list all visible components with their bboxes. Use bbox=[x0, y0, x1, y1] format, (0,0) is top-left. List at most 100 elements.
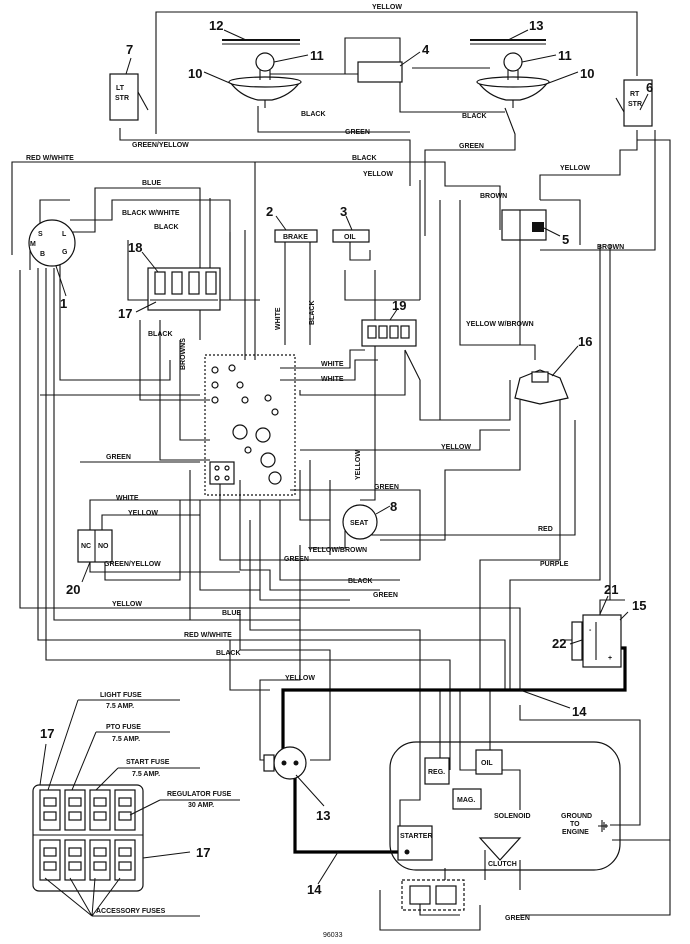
fuse-slot bbox=[114, 839, 136, 881]
callout-11-left: 12 bbox=[209, 18, 223, 33]
wire-label-white-lower: WHITE bbox=[116, 495, 139, 502]
fuse-slot bbox=[39, 839, 61, 881]
headlight-right bbox=[476, 52, 550, 108]
main-harness-block bbox=[204, 354, 296, 496]
wire-label-red-white-top: RED W/WHITE bbox=[26, 155, 74, 162]
wire-label-black-lower: BLACK bbox=[348, 578, 373, 585]
wire-label-purple: PURPLE bbox=[540, 561, 569, 568]
wire-label-green-yellow-top: GREEN/YELLOW bbox=[132, 142, 189, 149]
callout-13: 14 bbox=[307, 882, 322, 897]
starter-label: STARTER bbox=[400, 833, 433, 840]
clutch-connector bbox=[401, 879, 465, 911]
fuse-block bbox=[32, 784, 144, 892]
wire-label-yellow-top: YELLOW bbox=[372, 4, 402, 11]
wire-label-black-white: BLACK W/WHITE bbox=[122, 210, 180, 217]
wire-network bbox=[11, 11, 671, 931]
ground-label-2: TO bbox=[570, 821, 580, 828]
fuse-terminal bbox=[118, 797, 132, 807]
ign-g: G bbox=[62, 249, 68, 256]
solenoid-label: SOLENOID bbox=[494, 813, 531, 820]
wire-label-blue-bottom: BLUE bbox=[222, 610, 241, 617]
left-stop-switch: LT STR bbox=[109, 73, 149, 121]
battery-plus: + bbox=[608, 655, 612, 662]
right-stop-switch: RT STR bbox=[615, 79, 653, 127]
fuse-relay-block bbox=[147, 267, 221, 311]
callout-12: 13 bbox=[316, 808, 330, 823]
callout-4: 4 bbox=[422, 42, 430, 57]
callout-16: 16 bbox=[578, 334, 592, 349]
wire-label-brown-right: BROWN bbox=[480, 193, 507, 200]
battery-cables bbox=[281, 646, 627, 854]
pto-switch bbox=[514, 369, 569, 405]
callout-9-left: 10 bbox=[188, 66, 202, 81]
reg-label: REG. bbox=[428, 769, 445, 776]
fuse-slot bbox=[39, 789, 61, 831]
wire-label-yellow-vertical: YELLOW bbox=[355, 450, 362, 480]
fuse-slot bbox=[89, 839, 111, 881]
nc-label: NC bbox=[81, 543, 91, 550]
ign-s: S bbox=[38, 231, 43, 238]
oil-label: OIL bbox=[344, 234, 356, 241]
legend-pto-fuse: PTO FUSE bbox=[106, 724, 141, 731]
callouts: 12 13 11 11 10 10 4 7 6 2 3 5 1 18 17 19… bbox=[39, 18, 653, 897]
wire-label-green-lower: GREEN bbox=[284, 556, 309, 563]
ign-l: L bbox=[62, 231, 67, 238]
wire-label-green-center: GREEN bbox=[345, 129, 370, 136]
wire-label-black-mid: BLACK bbox=[352, 155, 377, 162]
wire-label-black-left-lamp: BLACK bbox=[301, 111, 326, 118]
wire-label-yellow-key: YELLOW bbox=[285, 675, 315, 682]
ignition-switch: S L M B G bbox=[28, 219, 76, 267]
oil-indicator: OIL bbox=[332, 229, 370, 243]
engine-area: REG. OIL MAG. SOLENOID STARTER CLUTCH GR… bbox=[389, 741, 621, 871]
callout-19: 19 bbox=[392, 298, 406, 313]
wire-label-green-left: GREEN bbox=[106, 454, 131, 461]
callout-14: 14 bbox=[572, 704, 587, 719]
fuse-terminal bbox=[93, 811, 107, 821]
callout-6: 6 bbox=[646, 80, 653, 95]
legend-accessory-fuses: ACCESSORY FUSES bbox=[96, 908, 166, 915]
engine-oil-label: OIL bbox=[481, 760, 493, 767]
fuse-terminal bbox=[68, 861, 82, 871]
connector-19 bbox=[361, 319, 417, 347]
fuse-slot bbox=[89, 789, 111, 831]
callout-17-left: 17 bbox=[40, 726, 54, 741]
headlight-left bbox=[228, 52, 302, 108]
fuse-terminal bbox=[43, 797, 57, 807]
brake-indicator: BRAKE bbox=[274, 229, 318, 243]
legend-regulator-amp: 30 AMP. bbox=[188, 802, 214, 809]
ground-label-3: ENGINE bbox=[562, 829, 589, 836]
fuse-slot bbox=[114, 789, 136, 831]
legend-regulator-fuse: REGULATOR FUSE bbox=[167, 791, 232, 798]
fuse-terminal bbox=[43, 847, 57, 857]
callout-2: 2 bbox=[266, 204, 273, 219]
rt-str-label-2: STR bbox=[628, 101, 642, 108]
fuse-terminal bbox=[43, 861, 57, 871]
lt-str-label-1: LT bbox=[116, 85, 125, 92]
wire-label-yellow-center: YELLOW bbox=[441, 444, 471, 451]
fuse-slot bbox=[64, 789, 86, 831]
legend-light-amp: 7.5 AMP. bbox=[106, 703, 134, 710]
callout-10-right: 11 bbox=[558, 48, 572, 63]
ign-b: B bbox=[40, 251, 45, 258]
wire-label-green-yellow-lower: GREEN/YELLOW bbox=[104, 561, 161, 568]
brake-label: BRAKE bbox=[283, 234, 308, 241]
legend-pto-amp: 7.5 AMP. bbox=[112, 736, 140, 743]
light-switch bbox=[357, 61, 403, 83]
wire-label-black-vertical: BLACK bbox=[309, 301, 316, 326]
no-label: NO bbox=[98, 543, 109, 550]
wire-label-black-left-mid: BLACK bbox=[148, 331, 173, 338]
legend-light-fuse: LIGHT FUSE bbox=[100, 692, 142, 699]
wire-label-green-small: GREEN bbox=[374, 484, 399, 491]
wire-label-yellow-right: YELLOW bbox=[560, 165, 590, 172]
mag-label: MAG. bbox=[457, 797, 475, 804]
callout-22: 22 bbox=[552, 636, 566, 651]
ign-m: M bbox=[30, 241, 36, 248]
wire-label-white-vertical: WHITE bbox=[275, 307, 282, 330]
fuse-terminal bbox=[118, 861, 132, 871]
rt-str-label-1: RT bbox=[630, 91, 640, 98]
wire-label-white-1: WHITE bbox=[321, 361, 344, 368]
callout-11-right: 13 bbox=[529, 18, 543, 33]
wire-label-red-white-bottom: RED W/WHITE bbox=[184, 632, 232, 639]
